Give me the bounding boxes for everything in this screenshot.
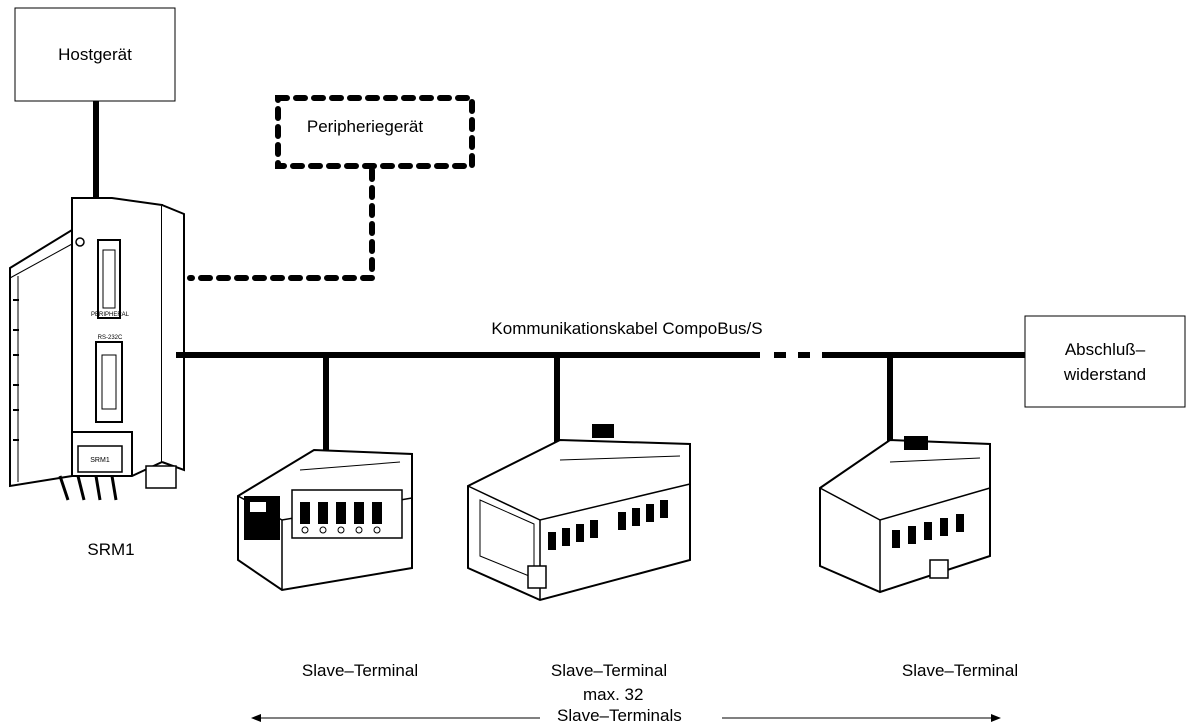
peripheral-box (275, 95, 475, 169)
srm1-label: SRM1 (87, 540, 134, 559)
terminating-resistor: Abschluß– widerstand (1024, 315, 1186, 408)
span-label-line2: Slave–Terminals (557, 706, 682, 725)
peripheral-label: Peripheriegerät (307, 117, 424, 136)
slave-terminal-3 (819, 436, 991, 594)
terminator-label-line2: widerstand (1063, 365, 1146, 384)
host-label: Hostgerät (58, 45, 132, 64)
host-device: Hostgerät (14, 7, 176, 102)
peripheral-device: Peripheriegerät (275, 95, 475, 169)
slave-2-label: Slave–Terminal (551, 661, 667, 680)
span-label-line1: max. 32 (583, 685, 643, 704)
terminator-box (1024, 315, 1186, 408)
peripheral-connection-line (187, 167, 375, 281)
srm1-model-plate: SRM1 (90, 457, 110, 464)
srm1-port-rs232c: RS-232C (98, 335, 123, 341)
slave-1-label: Slave–Terminal (302, 661, 418, 680)
terminator-label-line1: Abschluß– (1065, 340, 1146, 359)
slave-terminal-2 (467, 424, 691, 602)
compobus-cable (176, 352, 1025, 452)
srm1-master-unit (9, 197, 185, 501)
srm1-port-peripheral: PERIPHERAL (91, 312, 130, 318)
slave-terminal-1 (237, 448, 413, 592)
cable-label: Kommunikationskabel CompoBus/S (491, 319, 762, 338)
slave-3-label: Slave–Terminal (902, 661, 1018, 680)
host-box (14, 7, 176, 102)
